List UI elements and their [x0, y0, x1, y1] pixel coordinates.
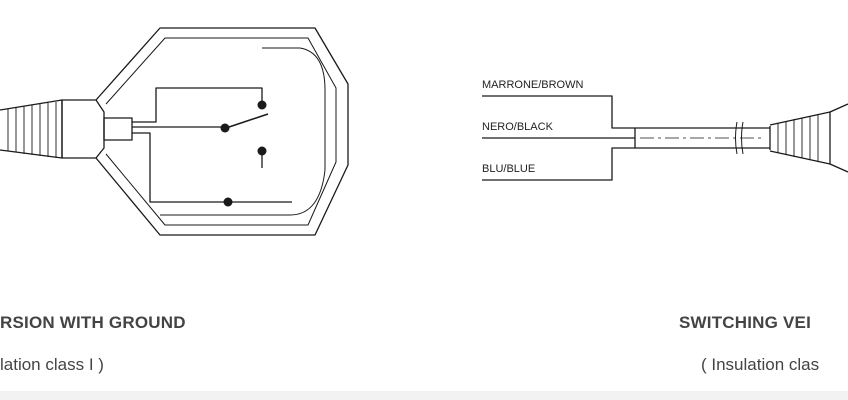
caption-left-subtitle: lation class I ) [0, 355, 104, 374]
wire-label-brown: MARRONE/BROWN [482, 79, 584, 91]
float-housing-outer [95, 27, 349, 236]
wire-label-black: NERO/BLACK [482, 121, 553, 133]
wiring-diagram [0, 27, 848, 236]
bottom-bar [0, 391, 848, 400]
caption-left-title: RSION WITH GROUND [0, 313, 186, 332]
caption-right-subtitle: ( Insulation clas [701, 355, 820, 374]
wire-label-blue: BLU/BLUE [482, 163, 536, 175]
switch-contacts [220, 100, 267, 207]
cable-gland-left [0, 99, 63, 159]
clamp-block [103, 117, 133, 141]
float-cavity [160, 47, 326, 216]
float-housing-inner [105, 37, 337, 226]
collar-left [61, 99, 105, 159]
internal-wiring [132, 87, 292, 203]
float-switch-with-ground [0, 27, 349, 236]
switching-version-wiring [482, 95, 848, 181]
cable-sheath [634, 127, 770, 149]
caption-right-title: SWITCHING VEI [679, 313, 811, 332]
cable-gland-right [769, 103, 848, 173]
wire-blue [482, 147, 635, 181]
wire-brown [482, 95, 635, 129]
cable-break-marks [735, 121, 744, 155]
